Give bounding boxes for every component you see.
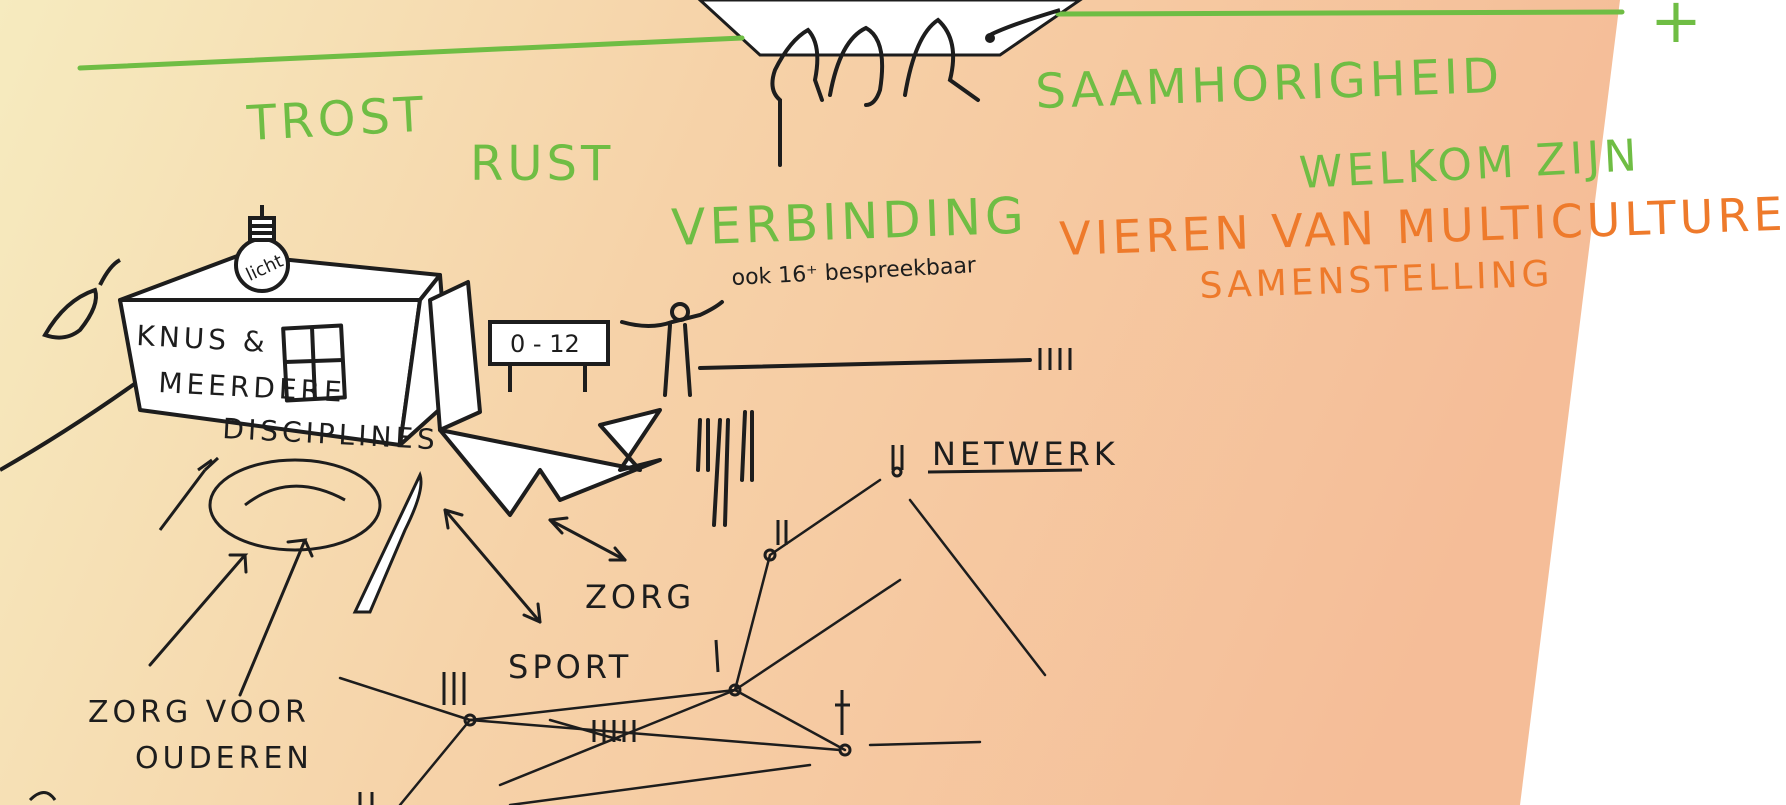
plate-icon xyxy=(208,458,382,552)
standing-people-icon xyxy=(696,410,754,527)
small-people-icon xyxy=(1038,348,1072,370)
word-verbinding: VERBINDING xyxy=(670,187,1028,257)
network-lines xyxy=(338,478,1047,805)
roof-line-right xyxy=(989,8,1061,37)
plus-sign: + xyxy=(1650,0,1702,57)
big-arrow-shape xyxy=(438,408,662,517)
age-sign xyxy=(488,320,610,392)
ouderen-label: OUDEREN xyxy=(135,741,313,776)
zorg-label: ZORG xyxy=(585,578,695,616)
house-line1: KNUS & xyxy=(136,319,270,359)
knife-icon xyxy=(352,470,423,614)
feather-icon xyxy=(42,258,122,340)
bottom-left-fragments xyxy=(28,791,374,805)
upward-arrows-icon xyxy=(148,538,314,697)
dot-icon xyxy=(985,33,995,43)
sketch-background xyxy=(0,0,1620,805)
sport-label: SPORT xyxy=(508,648,632,686)
light-bulb-icon xyxy=(234,205,290,293)
tiny-figures-icon xyxy=(442,520,850,742)
netwerk-label: NETWERK xyxy=(932,435,1119,473)
presenter-figure-icon xyxy=(620,300,1032,397)
person-pin-icon xyxy=(891,445,904,478)
green-line-right xyxy=(1055,9,1625,17)
fork-icon xyxy=(158,456,220,531)
word-rust: RUST xyxy=(470,136,614,192)
netwerk-underline xyxy=(927,468,1083,474)
green-line-left xyxy=(77,35,745,71)
double-arrow-icon xyxy=(443,508,627,624)
age-sign-label: 0 - 12 xyxy=(510,330,580,358)
people-group-icon xyxy=(770,17,980,167)
network-nodes xyxy=(463,548,852,757)
left-swoosh-line xyxy=(0,378,142,472)
word-trost: TROST xyxy=(245,87,429,152)
zorg-voor-label: ZORG VOOR xyxy=(88,695,310,730)
